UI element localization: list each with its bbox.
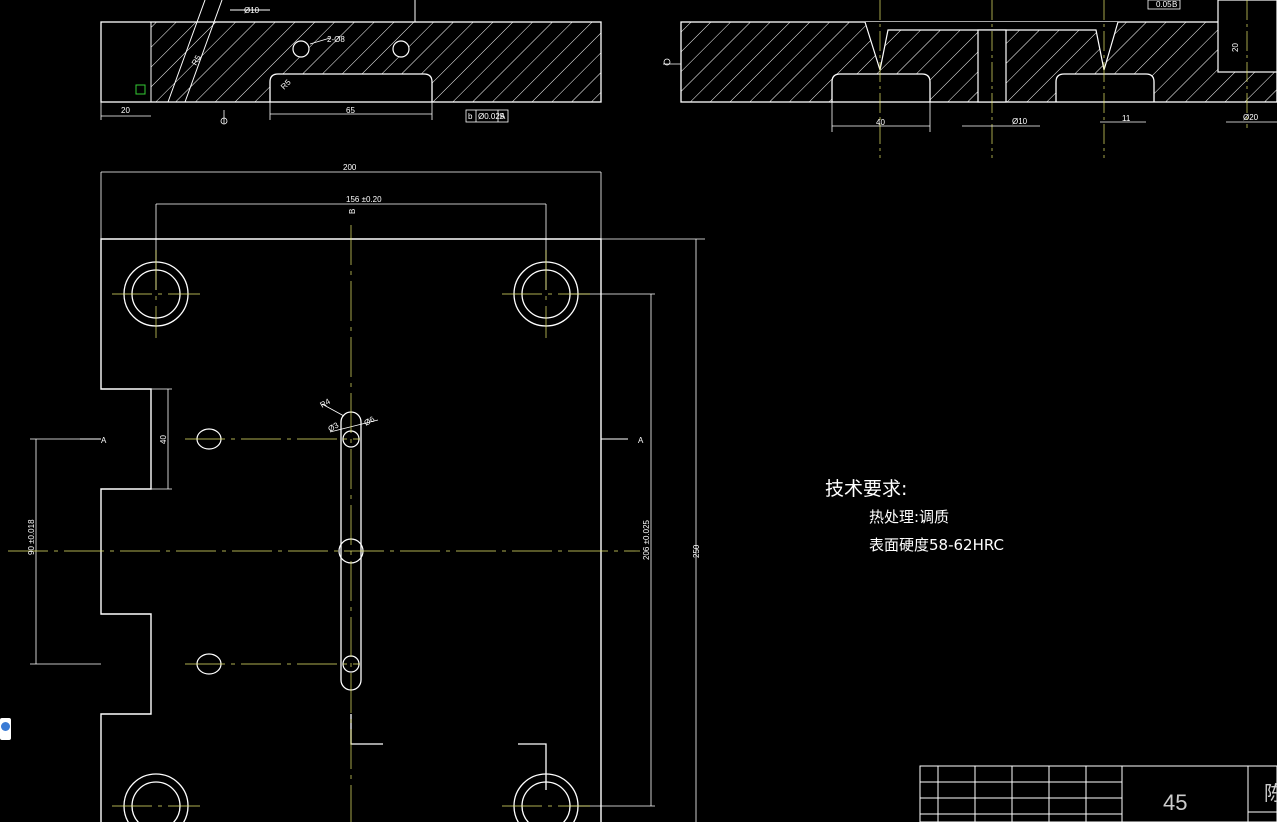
frame-value-right: 0.05 — [1156, 0, 1172, 9]
plan-view — [30, 171, 705, 822]
top-left-section-view — [100, 0, 602, 125]
dim-notch-spacing: 90 ±0.018 — [27, 519, 36, 555]
dim-hole-vertical: 206 ±0.025 — [642, 519, 651, 560]
dim-depth-left: 20 — [121, 106, 130, 115]
dim-right-hole: Ø20 — [1243, 113, 1259, 122]
top-right-section-view — [663, 0, 1277, 158]
dim-overall-height: 250 — [692, 544, 701, 558]
frame-symbol: b — [468, 112, 473, 121]
section-mark-right: A — [638, 436, 644, 445]
title-block — [919, 765, 1277, 822]
tech-notes-title: 技术要求: — [825, 478, 908, 500]
dim-hole-top: Ø10 — [244, 6, 260, 15]
frame-ref-right: B — [1172, 0, 1177, 9]
dim-right-gap: 11 — [1122, 114, 1131, 123]
tech-note-heat-treatment: 热处理:调质 — [869, 508, 950, 526]
frame-value: Ø0.025 — [478, 112, 505, 121]
dim-radius-a: R5 — [279, 77, 293, 91]
dim-hole-spacing: 156 ±0.20 — [346, 195, 382, 204]
dim-center-hole: Ø10 — [1012, 117, 1028, 126]
title-block-cut-text: 陈 — [1264, 781, 1277, 805]
dim-pin-holes: 2-Ø8 — [327, 35, 345, 44]
dim-height-right: 20 — [1231, 43, 1240, 52]
plan-dimension-texts: 200 156 ±0.20 250 206 ±0.025 40 90 ±0.01… — [27, 163, 701, 560]
section-mark-top: B — [348, 209, 357, 214]
dim-overall-width: 200 — [343, 163, 357, 172]
title-block-material: 45 — [1163, 790, 1188, 815]
dim-notch-height: 40 — [159, 435, 168, 444]
dim-hole-b: Ø6 — [363, 414, 377, 427]
tech-note-surface-hardness: 表面硬度58-62HRC — [869, 536, 1005, 554]
top-right-dimension-texts: 40 Ø10 11 Ø20 20 0.05 B — [876, 0, 1259, 127]
dim-slot-radius: R4 — [319, 397, 333, 410]
dim-left-pocket: 40 — [876, 118, 885, 127]
frame-ref: A — [500, 112, 506, 121]
section-mark-left: A — [101, 436, 107, 445]
dim-slot-width: 65 — [346, 106, 355, 115]
dim-hole-a: Ø3 — [327, 420, 341, 433]
plan-centerlines — [8, 225, 640, 822]
ucs-indicator-icon[interactable] — [0, 718, 11, 740]
